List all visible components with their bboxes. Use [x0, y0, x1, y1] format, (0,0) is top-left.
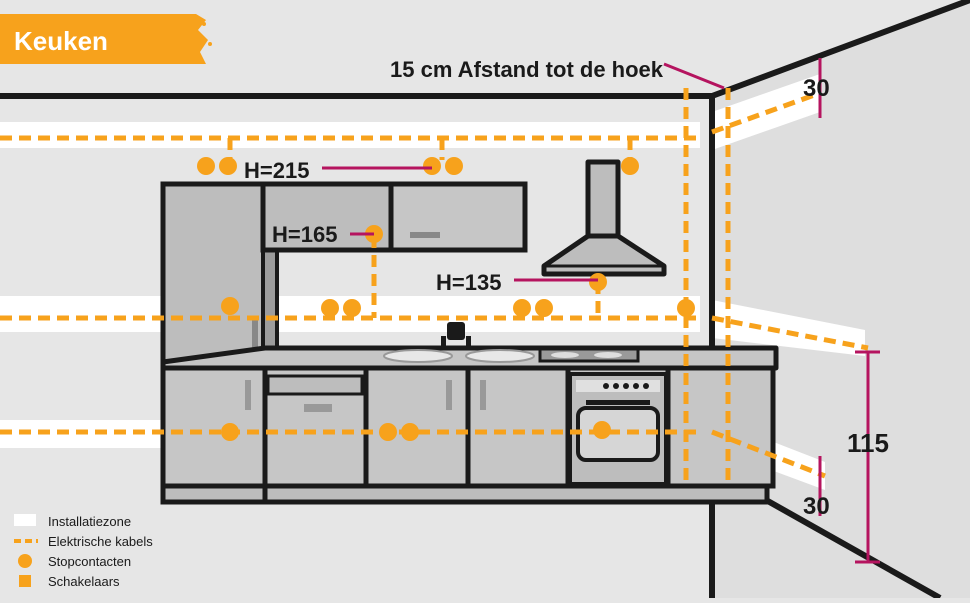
legend-cables-label: Elektrische kabels: [48, 534, 153, 549]
electrical-cables: [0, 88, 869, 480]
height-label-165: H=165: [272, 222, 337, 247]
title-banner: Keuken: [0, 14, 212, 64]
cooktop: [538, 347, 640, 363]
legend-socket-swatch: [18, 554, 32, 568]
dimension-bottom: 30: [803, 493, 830, 520]
socket: [343, 299, 361, 317]
dishwasher-panel: [266, 374, 364, 396]
socket: [321, 299, 339, 317]
legend-switch-swatch: [19, 575, 31, 587]
right-wall: [712, 0, 970, 598]
cable-top-side: [711, 90, 821, 135]
sockets: [197, 157, 695, 441]
base-cabinets: [160, 365, 776, 505]
leader-lines: [322, 58, 880, 564]
height-labels: H=215 H=165 H=135: [244, 158, 501, 295]
socket: [401, 423, 419, 441]
cooker-hood: [541, 159, 667, 277]
socket: [423, 157, 441, 175]
cable-middle-side: [711, 315, 869, 351]
legend-switches-label: Schakelaars: [48, 574, 120, 589]
countertop: [160, 345, 779, 371]
dimension-top: 30: [803, 75, 830, 102]
socket: [589, 273, 607, 291]
socket: [593, 421, 611, 439]
socket: [513, 299, 531, 317]
socket: [221, 423, 239, 441]
socket: [221, 297, 239, 315]
socket: [445, 157, 463, 175]
dimension-middle: 115: [847, 428, 889, 458]
height-label-215: H=215: [244, 158, 309, 183]
tall-cabinet: [160, 181, 279, 365]
faucet-icon: [441, 322, 471, 346]
page-title: Keuken: [14, 26, 108, 56]
legend-sockets-label: Stopcontacten: [48, 554, 131, 569]
socket: [621, 157, 639, 175]
legend-zone-label: Installatiezone: [48, 514, 131, 529]
zone-top-back: [0, 122, 700, 148]
legend: Installatiezone Elektrische kabels Stopc…: [14, 514, 153, 589]
cabinet-handles: [245, 380, 486, 412]
socket: [197, 157, 215, 175]
floor-edge: [764, 497, 942, 601]
socket: [677, 299, 695, 317]
sink-basin-right: [465, 349, 535, 363]
cable-bottom-side: [711, 429, 826, 479]
socket: [219, 157, 237, 175]
socket: [535, 299, 553, 317]
corner-distance-label: 15 cm Afstand tot de hoek: [390, 57, 664, 82]
height-label-135: H=135: [436, 270, 501, 295]
ceiling-edge: [710, 0, 970, 99]
socket: [379, 423, 397, 441]
oven: [568, 372, 668, 486]
sink-basin-left: [383, 349, 453, 363]
legend-zone-swatch: [14, 514, 36, 526]
